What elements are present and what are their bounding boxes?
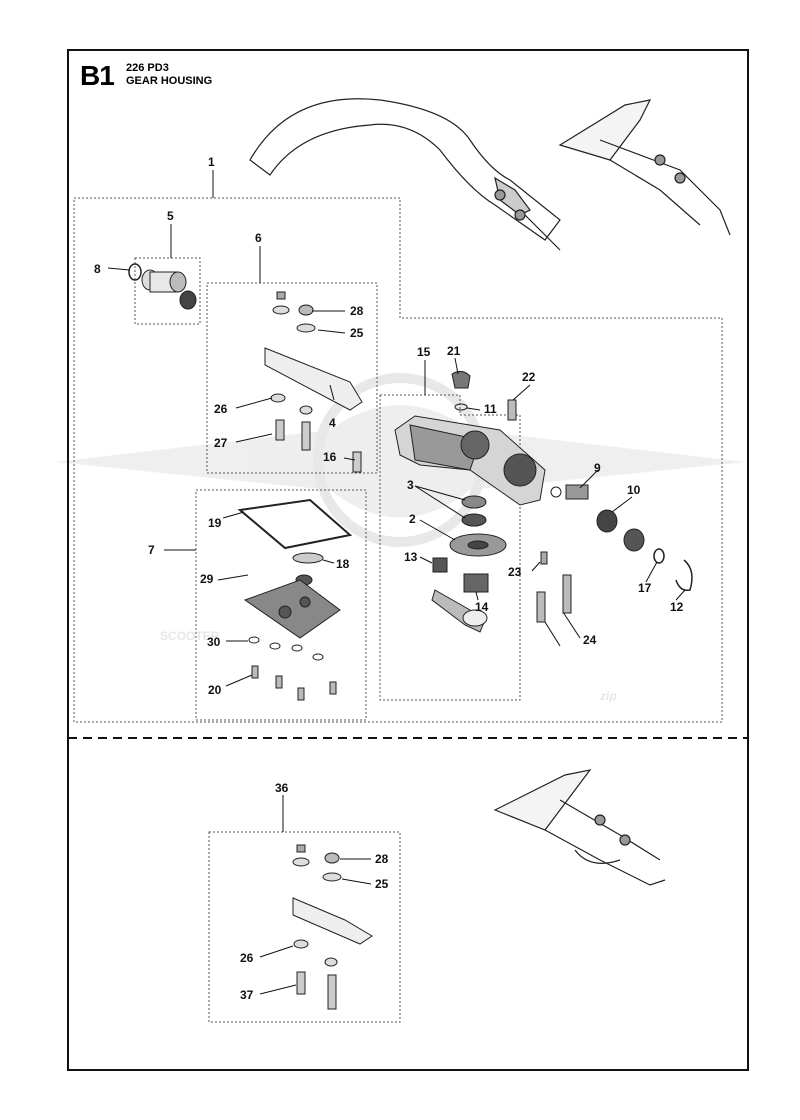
callout-4: 4 xyxy=(329,416,336,430)
callout-7: 7 xyxy=(148,543,155,557)
watermark-brand: SCOOTER xyxy=(160,629,220,643)
handle-sketch-top xyxy=(249,98,731,251)
watermark-script: zip xyxy=(599,689,617,703)
callout-29: 29 xyxy=(200,572,214,586)
group-1-box xyxy=(73,197,723,723)
section-title: GEAR HOUSING xyxy=(126,75,213,87)
part-gear-housing xyxy=(394,370,546,506)
handle-sketch-bottom xyxy=(493,769,666,886)
part-cover-assembly xyxy=(237,498,353,701)
part-gear-train xyxy=(431,495,507,633)
callout-24: 24 xyxy=(583,633,597,647)
callout-6: 6 xyxy=(255,231,262,245)
callout-10: 10 xyxy=(627,483,641,497)
callout-36: 36 xyxy=(275,781,289,795)
callout-18: 18 xyxy=(336,557,350,571)
callout-22: 22 xyxy=(522,370,536,384)
callout-9: 9 xyxy=(594,461,601,475)
callout-26: 26 xyxy=(214,402,228,416)
callout-20: 20 xyxy=(208,683,222,697)
callout-12: 12 xyxy=(670,600,684,614)
leader-lines xyxy=(107,170,686,995)
callout-5: 5 xyxy=(167,209,174,223)
callout-1: 1 xyxy=(208,155,215,169)
callout-25: 25 xyxy=(350,326,364,340)
callout-16: 16 xyxy=(323,450,337,464)
group-15-box xyxy=(379,394,521,701)
part-bracket-assembly-alt xyxy=(292,844,373,1010)
callout-26-lower: 26 xyxy=(240,951,254,965)
group-5-box xyxy=(134,257,201,325)
callout-27: 27 xyxy=(214,436,228,450)
model-label: 226 PD3 xyxy=(126,62,169,74)
callout-17: 17 xyxy=(638,581,652,595)
callout-37: 37 xyxy=(240,988,254,1002)
assembly-groups xyxy=(73,197,723,1023)
callout-15: 15 xyxy=(417,345,431,359)
callout-13: 13 xyxy=(404,550,418,564)
callout-25-lower: 25 xyxy=(375,877,389,891)
callout-11: 11 xyxy=(484,402,497,416)
part-pinion-bearings xyxy=(536,484,693,623)
callout-14: 14 xyxy=(475,600,489,614)
callout-21: 21 xyxy=(447,344,461,358)
group-36-box xyxy=(208,831,401,1023)
group-6-box xyxy=(206,282,378,474)
callout-30: 30 xyxy=(207,635,221,649)
section-code: B1 xyxy=(80,60,115,91)
group-7-box xyxy=(195,489,367,721)
callout-28-lower: 28 xyxy=(375,852,389,866)
callout-28: 28 xyxy=(350,304,364,318)
frame-border xyxy=(67,49,749,1071)
callout-2: 2 xyxy=(409,512,416,526)
callout-23: 23 xyxy=(508,565,522,579)
part-bracket-assembly xyxy=(264,291,363,473)
callout-8: 8 xyxy=(94,262,101,276)
callout-labels: 1 5 8 6 28 25 26 27 4 16 15 21 11 22 9 1… xyxy=(94,155,684,1002)
part-bushing-set xyxy=(128,263,197,310)
callout-19: 19 xyxy=(208,516,222,530)
callout-3: 3 xyxy=(407,478,414,492)
